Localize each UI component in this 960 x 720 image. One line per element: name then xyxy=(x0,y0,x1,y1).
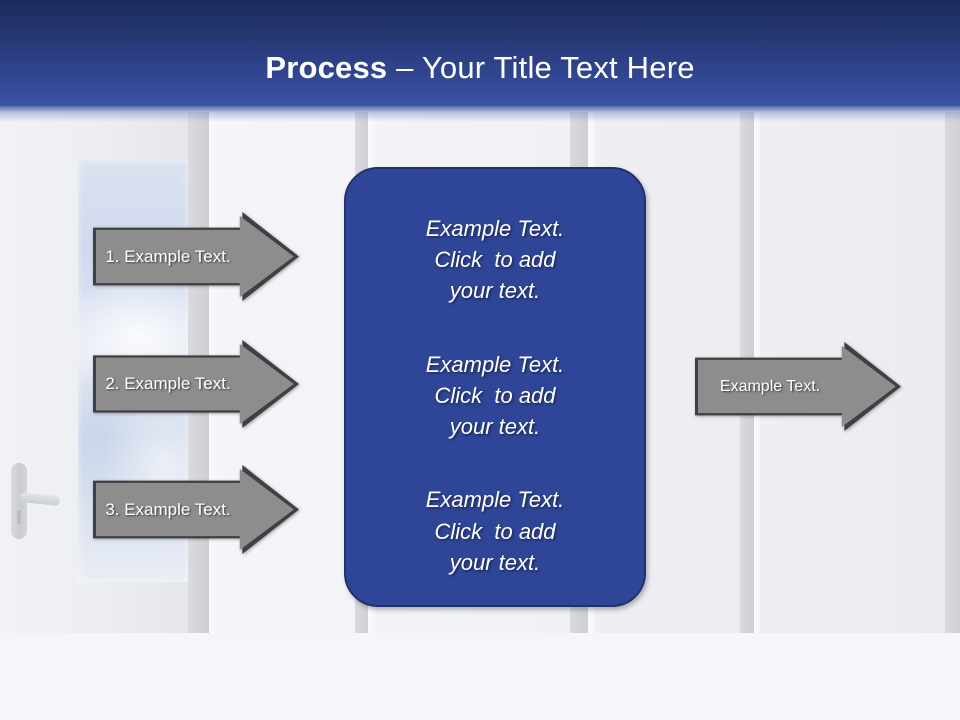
center-text-1-line-2: Click to add xyxy=(434,247,556,273)
arrow-label-2: 2. Example Text. xyxy=(105,374,231,393)
door-handle-plate xyxy=(11,463,27,539)
wall-panel-6 xyxy=(945,112,960,633)
center-text-2-line-2: Click to add xyxy=(434,382,556,408)
process-arrow-output[interactable]: Example Text. xyxy=(695,342,901,431)
center-text-1-line-3: your text. xyxy=(449,278,541,304)
header-bar xyxy=(0,0,960,106)
door-keyhole xyxy=(17,510,21,524)
center-text-block-1: Example Text. Click to add your text. xyxy=(346,213,644,307)
page-title-bold: Process xyxy=(265,50,388,85)
center-text-1-line-1: Example Text. xyxy=(425,216,565,241)
process-center-box[interactable]: Example Text. Click to add your text. Ex… xyxy=(344,167,646,607)
page-title: Process – Your Title Text Here xyxy=(0,52,960,83)
arrow-label-3: 3. Example Text. xyxy=(105,499,231,519)
process-arrow-1[interactable]: 1. Example Text. xyxy=(93,212,299,301)
center-text-3-line-1: Example Text. xyxy=(425,487,565,513)
arrow-label-4: Example Text. xyxy=(719,377,821,395)
center-text-2-line-3: your text. xyxy=(449,414,541,440)
process-arrow-2[interactable]: 2. Example Text. xyxy=(93,340,299,428)
header-fade xyxy=(0,106,960,122)
background-bottom-band xyxy=(0,633,960,720)
center-text-3-line-3: your text. xyxy=(449,549,541,575)
arrow-label-1: 1. Example Text. xyxy=(105,246,231,266)
page-title-rest: – Your Title Text Here xyxy=(387,50,695,85)
center-text-2-line-1: Example Text. xyxy=(425,351,565,377)
center-text-block-2: Example Text. Click to add your text. xyxy=(346,349,644,443)
process-arrow-3[interactable]: 3. Example Text. xyxy=(93,465,299,554)
center-text-block-3: Example Text. Click to add your text. xyxy=(346,484,644,578)
center-text-3-line-2: Click to add xyxy=(434,518,556,544)
